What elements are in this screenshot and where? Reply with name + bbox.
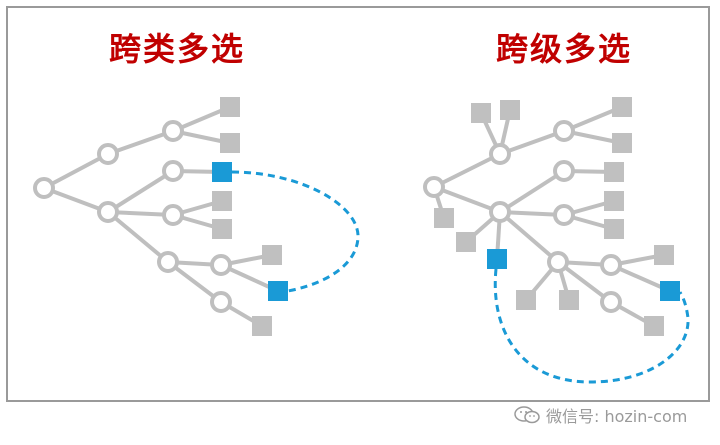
left-selected [212,162,288,301]
leaf-node [654,245,674,265]
leaf-node [252,316,272,336]
tree-node [553,120,575,142]
selected-leaf-node [487,249,507,269]
edge [107,129,174,156]
leaf-node [212,219,232,239]
edge [43,152,109,190]
left-selection-link [231,170,360,293]
tree-node [33,177,55,199]
right-tree [432,105,671,328]
edge [433,152,501,189]
edge [498,169,566,214]
tree-node [600,291,622,313]
tree-node [553,160,575,182]
leaf-node [500,100,520,120]
edge [106,210,170,264]
tree-node [489,143,511,165]
leaf-node [559,290,579,310]
leaf-node [262,245,282,265]
leaf-node [604,191,624,211]
leaf-node [604,219,624,239]
leaf-node [434,208,454,228]
tree-node [162,204,184,226]
left-nodes [33,120,232,313]
tree-node [162,160,184,182]
tree-node [489,201,511,223]
tree-node [157,251,179,273]
edge [43,186,109,214]
tree-node [162,120,184,142]
selected-leaf-node [212,162,232,182]
leaf-node [212,191,232,211]
leaf-node [612,133,632,153]
leaf-node [516,290,536,310]
title-cross-category: 跨类多选 [109,30,246,68]
tree-node [210,291,232,313]
leaf-node [612,97,632,117]
leaf-node [604,162,624,182]
leaf-node [220,133,240,153]
selected-leaf-node [660,281,680,301]
edge [106,169,175,214]
edge [166,260,223,304]
tree-node [210,254,232,276]
edge [499,129,565,156]
leaf-node [456,232,476,252]
right-leaves [434,97,674,336]
tree-node [423,176,445,198]
edge [433,185,501,214]
leaf-node [644,316,664,336]
right-selected [487,249,680,301]
watermark: 微信号: hozin-com [514,403,687,427]
selected-leaf-node [268,281,288,301]
leaf-node [471,103,491,123]
leaf-node [220,97,240,117]
title-cross-level: 跨级多选 [496,30,633,68]
right-nodes [423,120,622,313]
left-tree [43,105,279,328]
tree-node [97,201,119,223]
edge [498,210,560,264]
wechat-icon [514,406,540,424]
tree-node [600,254,622,276]
edge [556,260,613,304]
watermark-text: 微信号: hozin-com [546,407,688,426]
tree-node [547,251,569,273]
tree-node [97,143,119,165]
tree-node [553,204,575,226]
left-leaves [212,97,282,336]
